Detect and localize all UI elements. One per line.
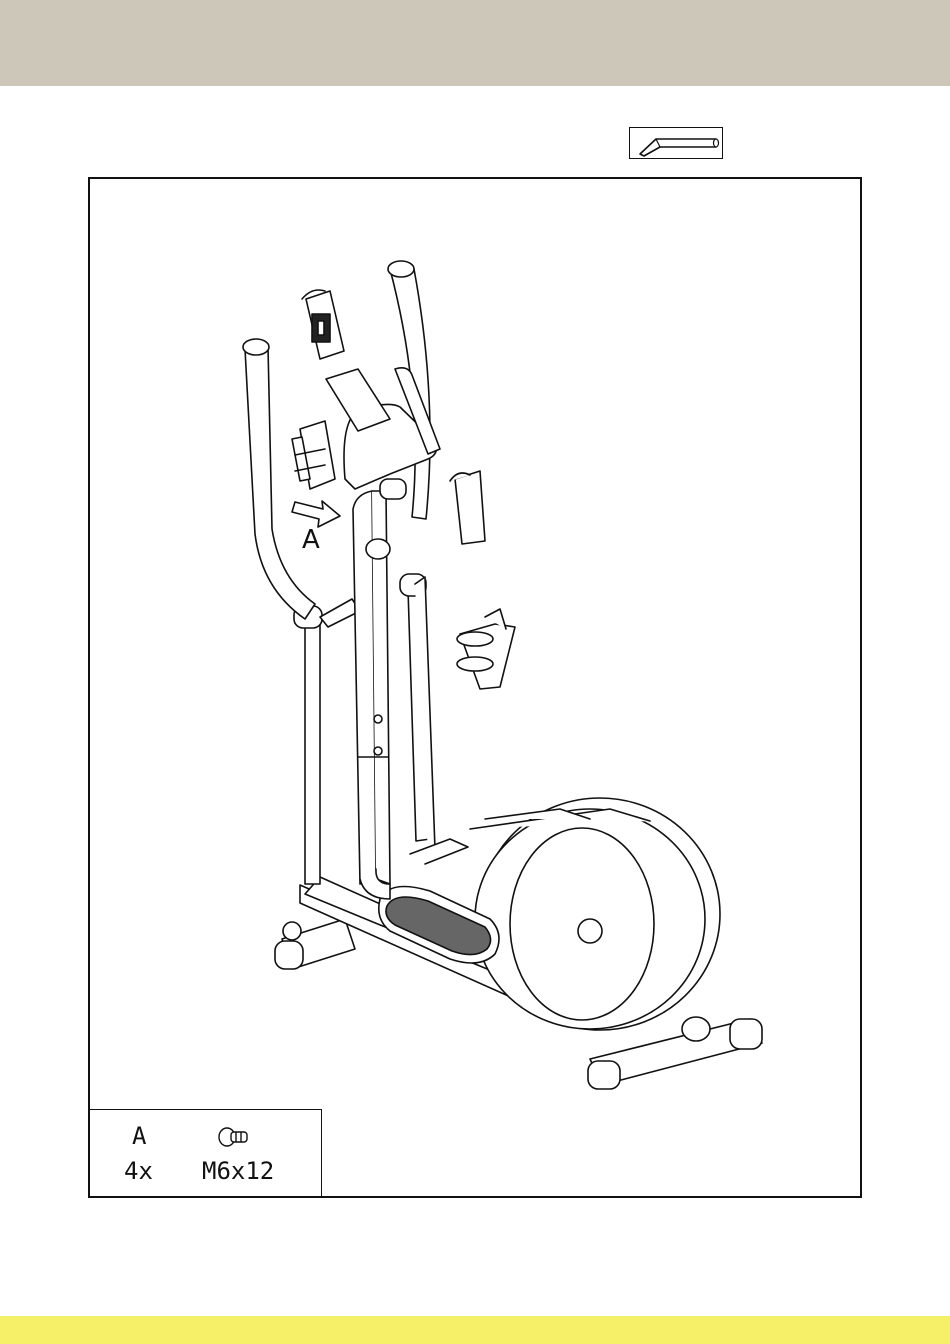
legend-size: M6x12	[202, 1159, 274, 1183]
legend-quantity: 4x	[124, 1159, 153, 1183]
screw-icon	[216, 1124, 250, 1150]
allen-key-icon	[630, 128, 724, 160]
assembly-frame: A A 4x M6x12	[88, 177, 862, 1198]
header-band	[0, 0, 950, 86]
legend-part-label: A	[132, 1124, 146, 1148]
tool-box	[629, 127, 723, 159]
elliptical-trainer-icon	[90, 179, 860, 1196]
footer-band	[0, 1316, 950, 1344]
part-a-callout: A	[302, 527, 320, 553]
parts-legend: A 4x M6x12	[90, 1109, 322, 1196]
